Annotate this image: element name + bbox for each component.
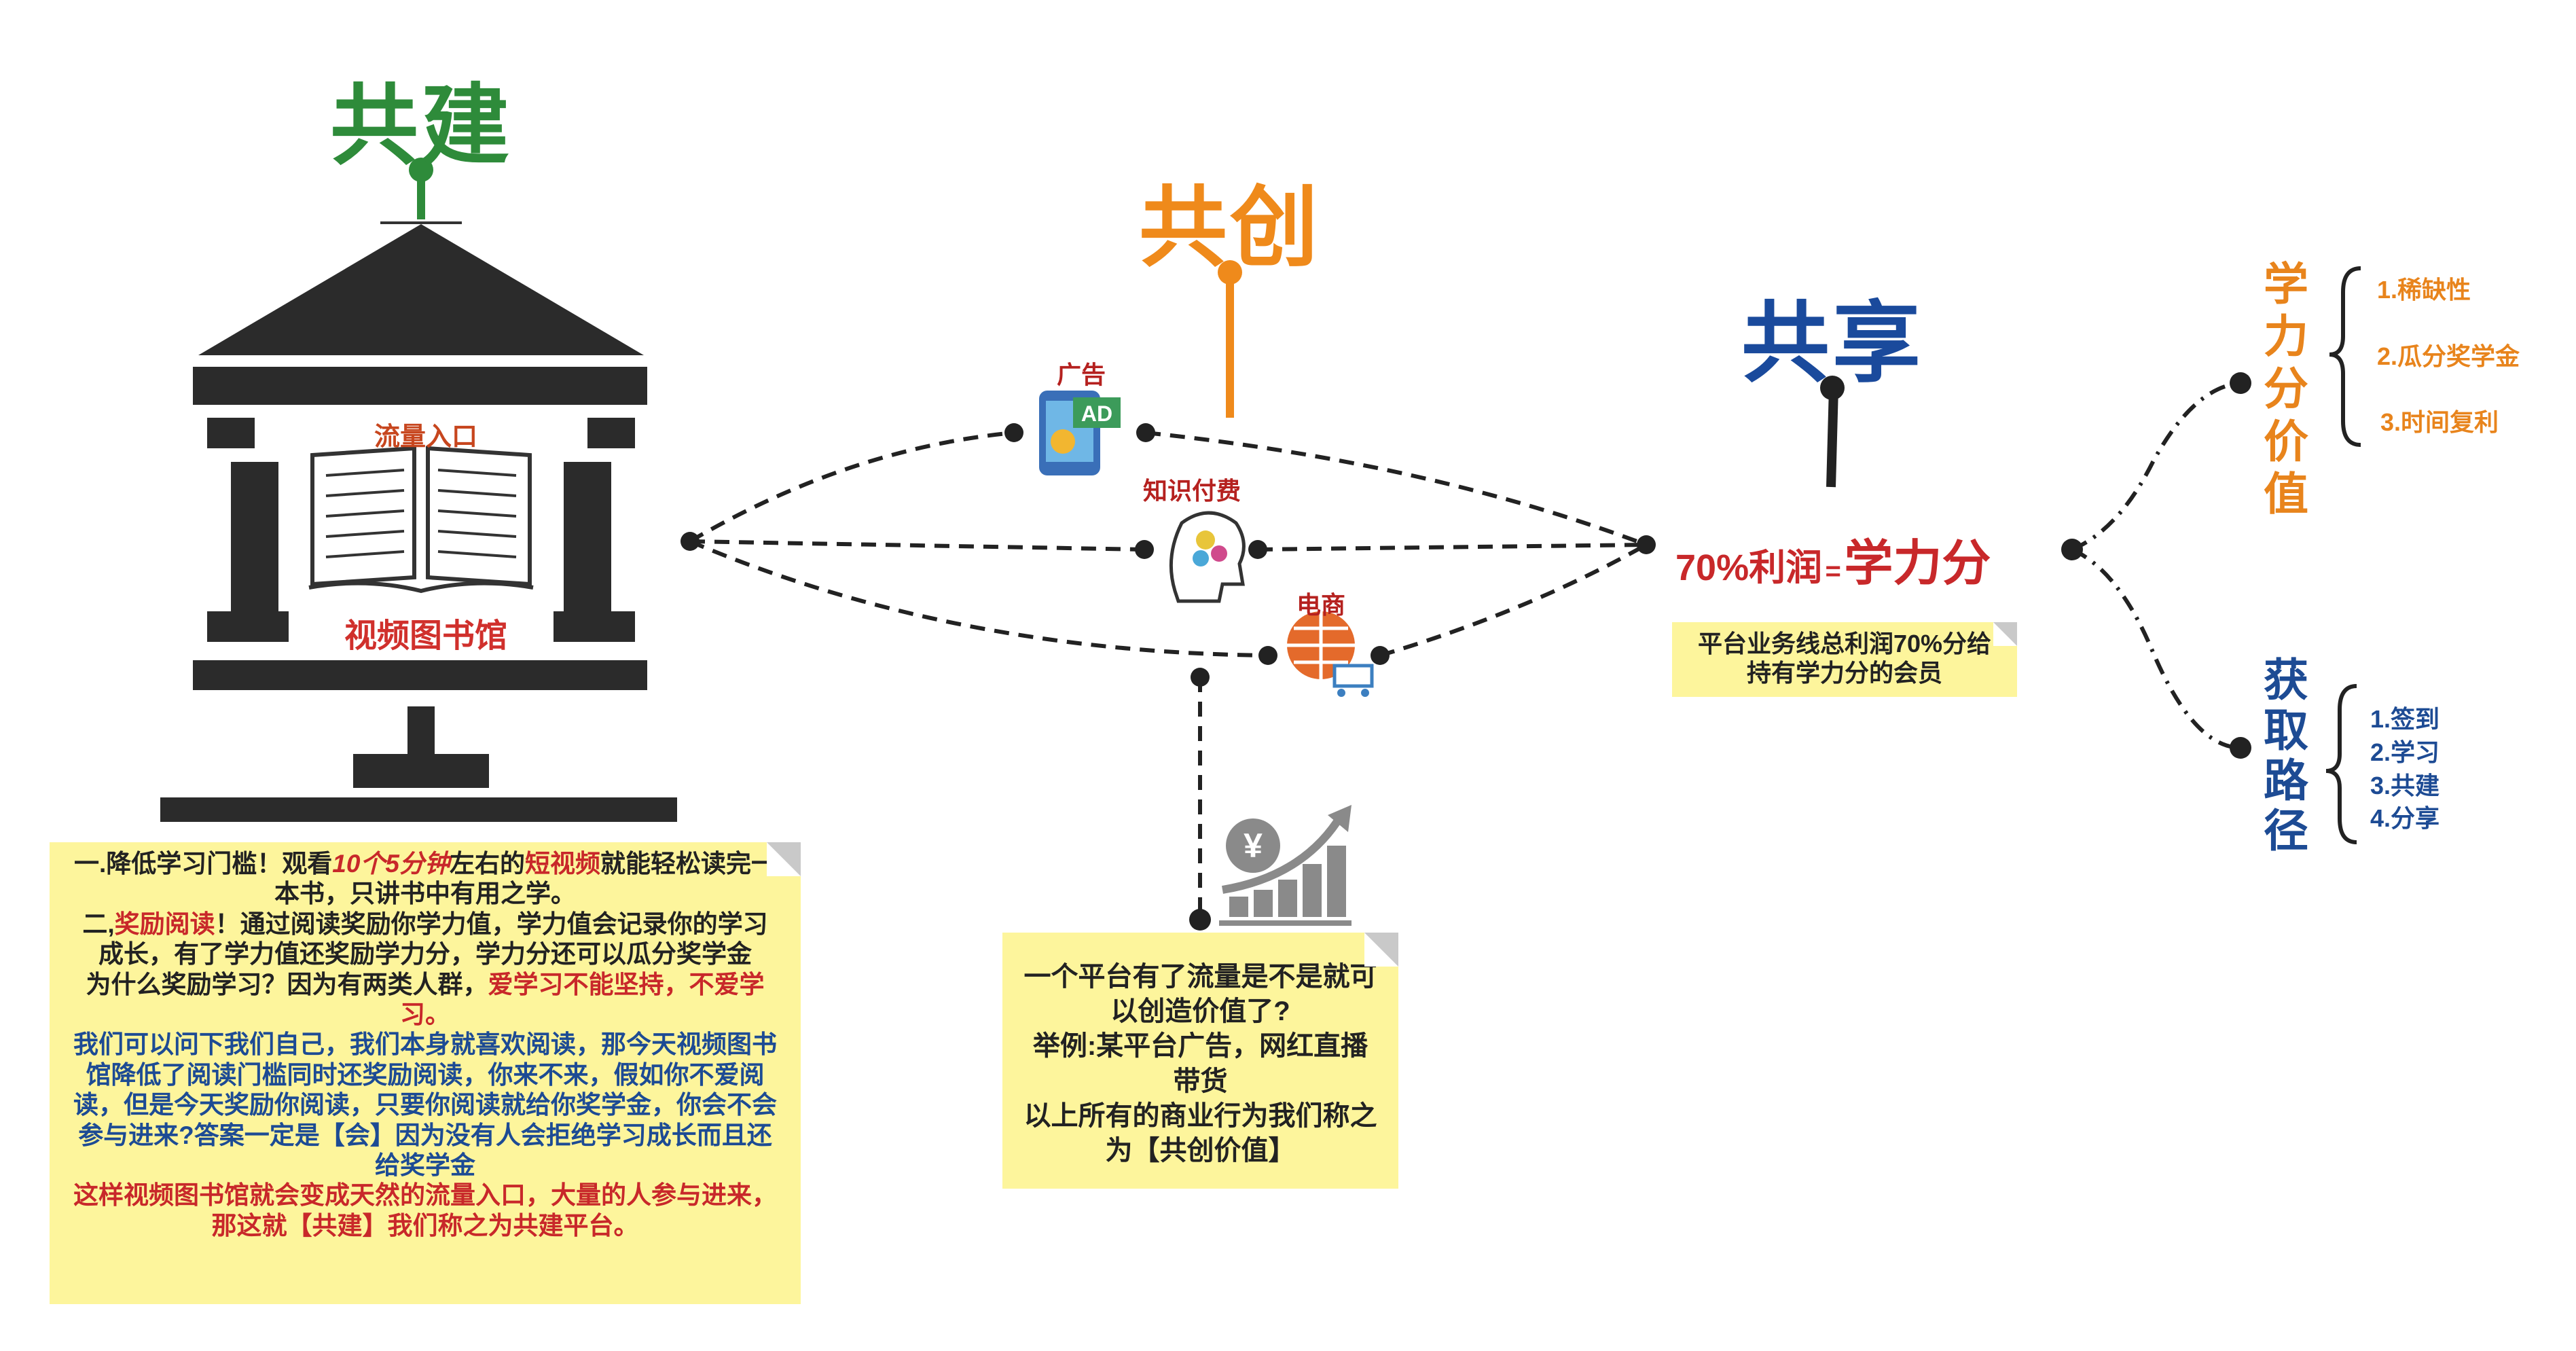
globe-cart-icon — [1287, 611, 1374, 697]
share-title: 共享 — [1741, 293, 1924, 393]
path-branch-title: 获取路径 — [2264, 655, 2308, 856]
brain-puzzle-icon — [1169, 511, 1246, 603]
traffic-entry-label: 流量入口 — [374, 422, 478, 452]
value-item: 1.稀缺性 — [2377, 276, 2471, 304]
growth-chart-icon: ¥ — [1219, 805, 1352, 926]
ecommerce-label: 电商 — [1296, 591, 1346, 619]
profit-equation: 70%利润 = 学力分 — [1675, 537, 1991, 591]
page-fold — [1993, 622, 2017, 646]
page-fold — [767, 842, 801, 876]
path-item: 2.学习 — [2370, 738, 2440, 766]
open-book-icon — [308, 446, 534, 594]
build-title: 共建 — [329, 76, 513, 175]
path-item: 3.共建 — [2370, 772, 2440, 799]
knowledge-paid-label: 知识付费 — [1142, 477, 1241, 505]
page-fold — [1364, 933, 1398, 967]
value-branch-title: 学力分价值 — [2264, 259, 2308, 519]
create-note: 一个平台有了流量是不是就可以创造价值了? 举例:某平台广告，网红直播带货 以上所… — [1002, 933, 1398, 1189]
ad-phone-icon: AD — [1039, 391, 1121, 475]
path-item: 4.分享 — [2370, 804, 2440, 832]
value-item: 2.瓜分奖学金 — [2377, 342, 2520, 370]
path-item: 1.签到 — [2370, 705, 2440, 733]
build-note: 一.降低学习门槛！观看10个5分钟左右的短视频就能轻松读完一本书，只讲书中有用之… — [50, 842, 801, 1304]
create-title: 共创 — [1138, 178, 1322, 277]
video-library-label: 视频图书馆 — [344, 618, 508, 654]
library-building-icon — [160, 224, 677, 822]
value-item: 3.时间复利 — [2380, 408, 2499, 436]
svg-text:¥: ¥ — [1244, 827, 1263, 865]
share-note: 平台业务线总利润70%分给持有学力分的会员 — [1672, 622, 2017, 697]
svg-text:AD: AD — [1081, 401, 1112, 426]
ads-label: 广告 — [1056, 361, 1106, 389]
